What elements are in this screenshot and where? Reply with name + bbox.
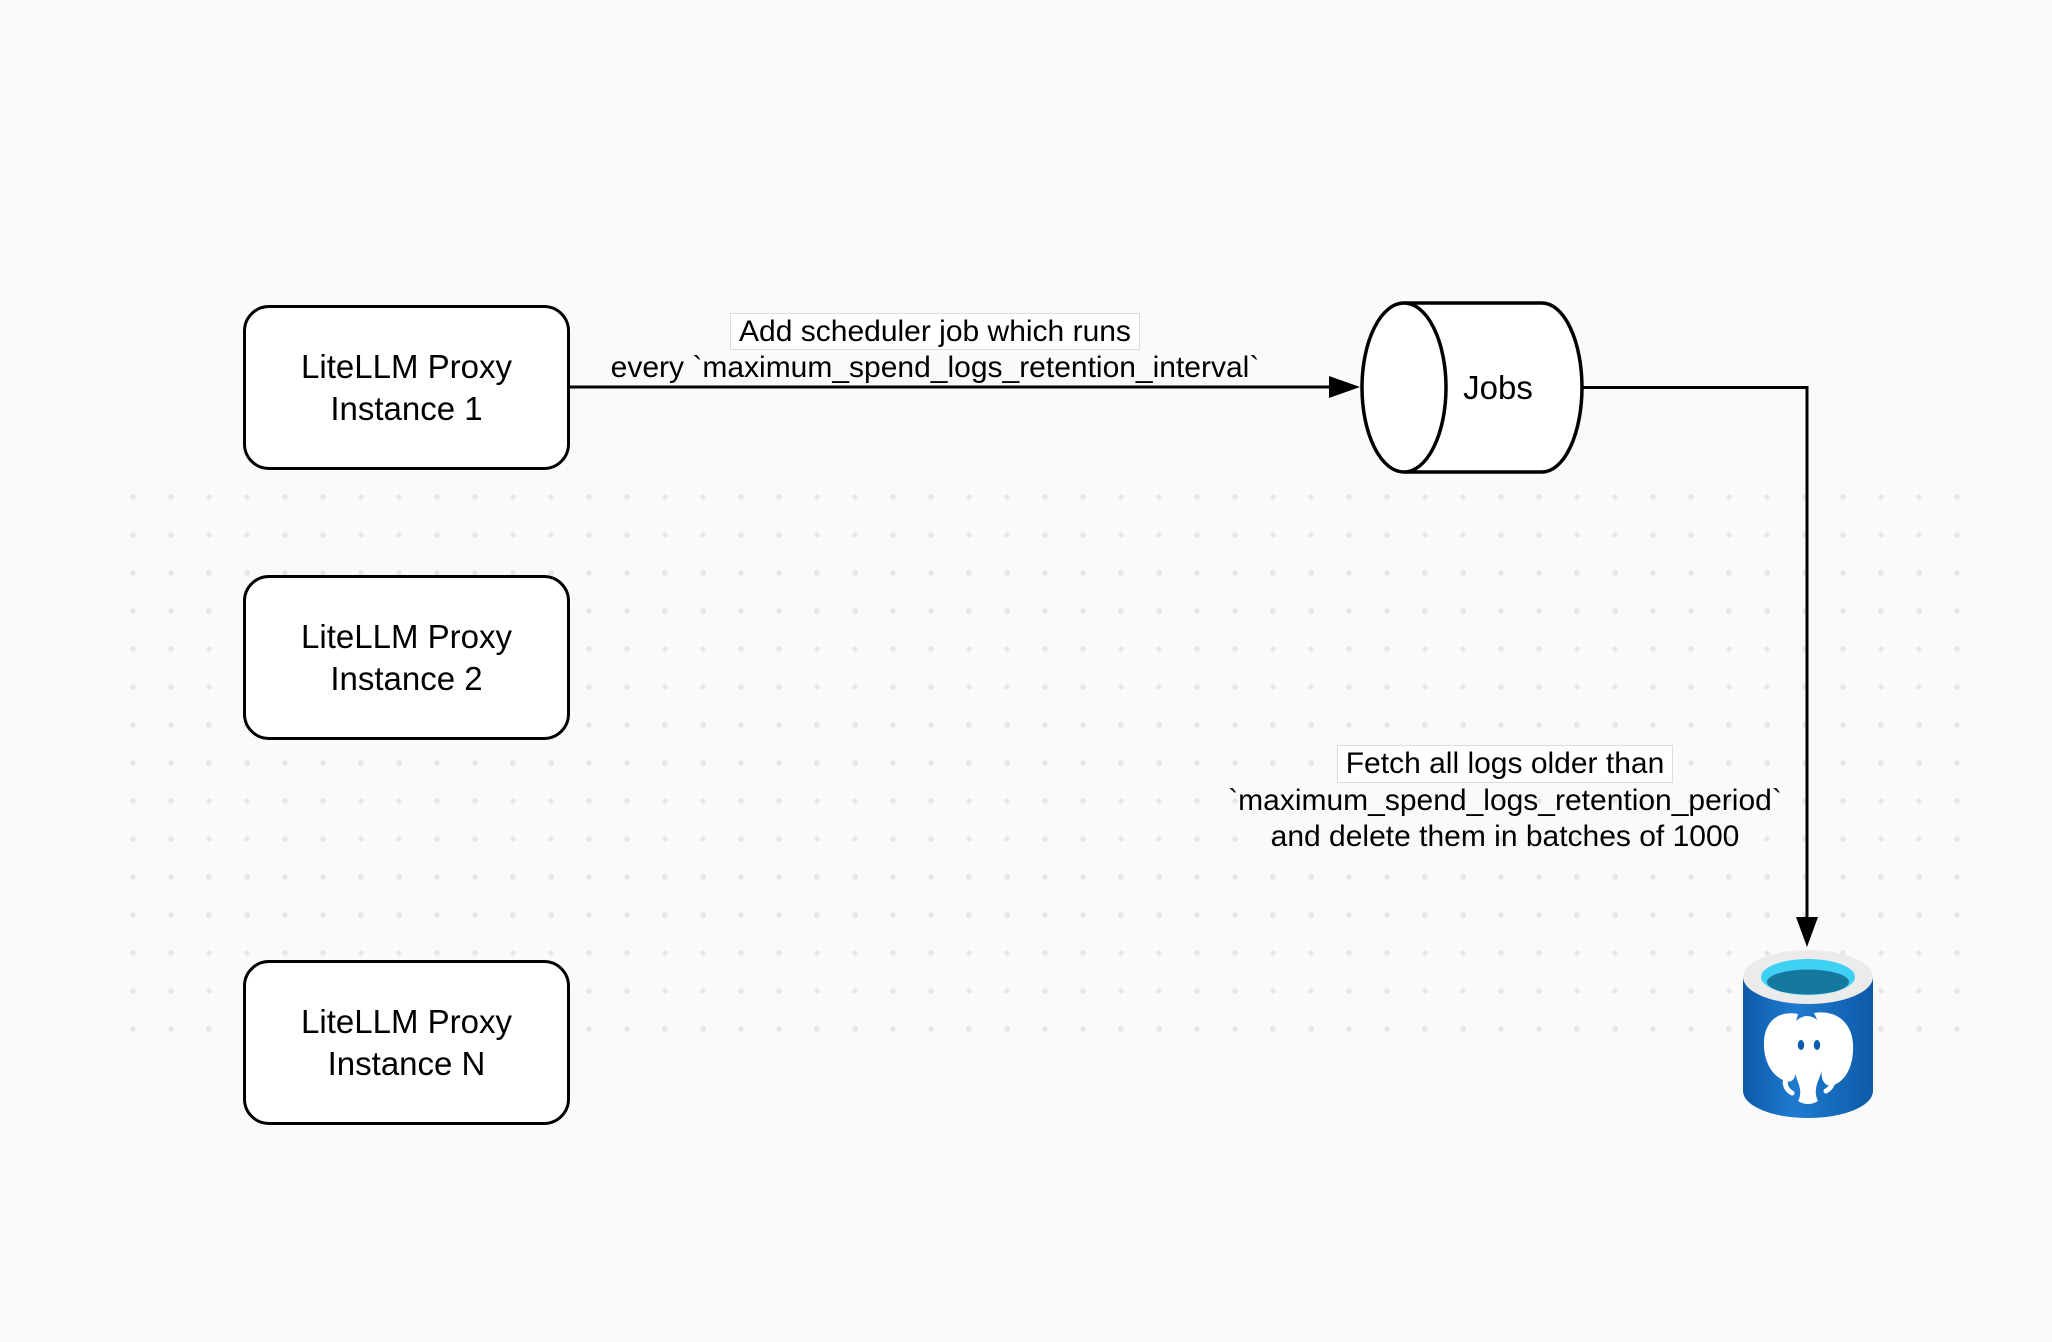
edge-label-scheduler: Add scheduler job which runs every `maxi… [585, 313, 1285, 385]
node-label-line2: Instance 2 [330, 659, 483, 697]
cleanup-arrow [1582, 386, 1818, 947]
node-label-line2: Instance 1 [330, 389, 483, 427]
edge-label-cleanup-line1: Fetch all logs older than [1336, 745, 1674, 783]
node-label-line1: LiteLLM Proxy [301, 617, 512, 655]
node-label-line1: LiteLLM Proxy [301, 347, 512, 385]
edge-label-scheduler-line1: Add scheduler job which runs [730, 313, 1140, 350]
jobs-queue-label: Jobs [1463, 369, 1533, 406]
edge-label-cleanup-line2: `maximum_spend_logs_retention_period` [1228, 784, 1782, 817]
node-litellm-proxy-instance-1: LiteLLM Proxy Instance 1 [243, 305, 570, 470]
edge-label-cleanup: Fetch all logs older than `maximum_spend… [1205, 745, 1805, 855]
jobs-queue-cylinder [1360, 301, 1584, 474]
scheduler-arrow [570, 376, 1360, 398]
postgres-elephant-icon [1763, 1012, 1854, 1104]
edge-label-cleanup-line3: and delete them in batches of 1000 [1270, 820, 1740, 853]
node-label-line1: LiteLLM Proxy [301, 1002, 512, 1040]
node-litellm-proxy-instance-n: LiteLLM Proxy Instance N [243, 960, 570, 1125]
edge-label-scheduler-line2: every `maximum_spend_logs_retention_inte… [610, 351, 1260, 384]
postgresql-database-icon [1743, 950, 1873, 1118]
node-label-line2: Instance N [327, 1044, 486, 1082]
node-litellm-proxy-instance-2: LiteLLM Proxy Instance 2 [243, 575, 570, 740]
